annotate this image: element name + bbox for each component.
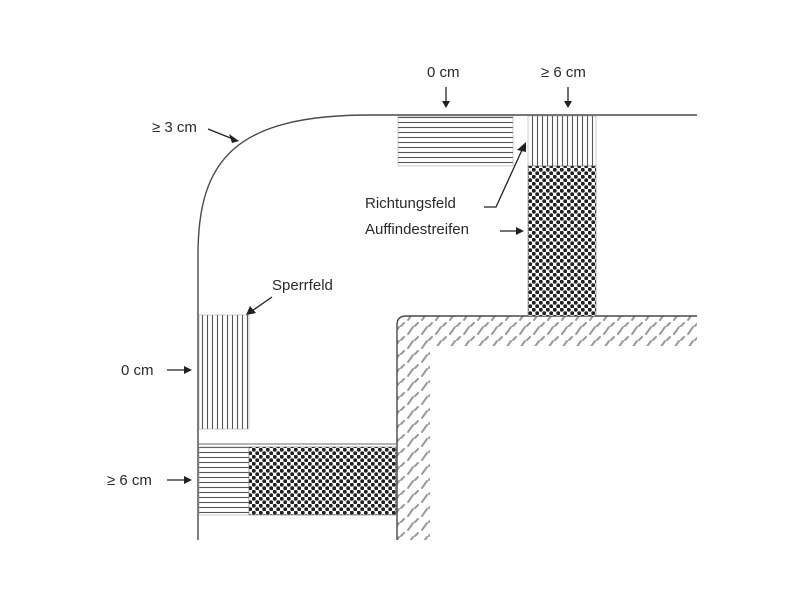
curb-edge-line: [197, 114, 697, 540]
arrow-top-zero: [442, 87, 450, 108]
sperrfeld-left: [198, 314, 250, 430]
arrow-auffindestreifen: [500, 227, 524, 235]
label-top-ge6: ≥ 6 cm: [541, 64, 586, 81]
richtungsfeld-top: [527, 115, 597, 167]
label-left-zero: 0 cm: [121, 362, 154, 379]
label-auffindestreifen: Auffindestreifen: [365, 221, 469, 238]
auffindestreifen-left: [248, 446, 397, 516]
label-top-zero: 0 cm: [427, 64, 460, 81]
label-richtungsfeld: Richtungsfeld: [365, 195, 456, 212]
auffindestreifen-top: [527, 165, 597, 317]
sperrfeld-top: [397, 115, 514, 167]
arrow-left-ge6: [167, 476, 192, 484]
arrow-richtungsfeld: [484, 142, 526, 208]
label-curve-ge3: ≥ 3 cm: [152, 119, 197, 136]
richtungsfeld-left: [198, 446, 250, 516]
wall-outline: [396, 315, 697, 540]
arrow-top-ge6: [564, 87, 572, 108]
label-sperrfeld: Sperrfeld: [272, 277, 333, 294]
wall-hatched-area: [397, 316, 697, 540]
arrow-left-zero: [167, 366, 192, 374]
label-left-ge6: ≥ 6 cm: [107, 472, 152, 489]
arrow-curve-ge3: [207, 128, 239, 143]
arrow-sperrfeld: [246, 296, 273, 315]
